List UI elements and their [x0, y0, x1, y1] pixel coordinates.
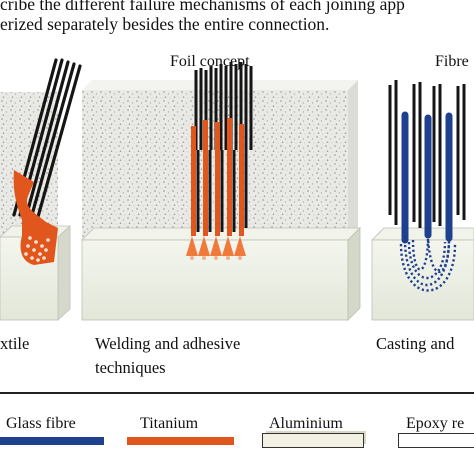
caption-fibre: Casting and — [376, 334, 455, 353]
foil-carbon-fibres-lower — [196, 150, 248, 232]
foil-epoxy-side — [348, 80, 358, 245]
textile-panel — [0, 58, 82, 321]
body-text-line-2: erized separately besides the entire con… — [0, 14, 330, 34]
legend-swatch-aluminium — [262, 433, 364, 448]
foil-aluminium-side — [347, 227, 361, 321]
legend-label-epoxy: Epoxy re — [406, 415, 465, 432]
body-text-line-1: cribe the different failure mechanisms o… — [0, 0, 405, 14]
legend-label-titanium: Titanium — [140, 415, 199, 432]
legend-swatch-glass-fibre — [0, 437, 104, 445]
legend-label-aluminium: Aluminium — [269, 415, 343, 432]
foil-weld-spots — [186, 236, 246, 260]
caption-foil-line-1: Welding and adhesive — [95, 334, 241, 353]
legend-divider — [0, 392, 474, 394]
fibre-dotted-loops — [399, 235, 457, 292]
legend-swatch-titanium — [127, 437, 234, 445]
textile-perforations — [24, 236, 50, 262]
foil-panel — [81, 62, 361, 321]
foil-titanium-sheets — [191, 118, 244, 236]
legend-swatch-epoxy — [398, 433, 474, 448]
foil-carbon-fibres — [194, 62, 253, 150]
caption-foil-line-2: techniques — [95, 358, 166, 377]
fibre-glass-fibre-loops — [401, 111, 453, 244]
panel-title-fibre: Fibre — [435, 53, 469, 70]
fibre-aluminium-top — [371, 227, 474, 241]
fibre-carbon-fibres — [388, 80, 466, 228]
fibre-panel — [371, 80, 474, 321]
legend-label-glass-fibre: Glass fibre — [6, 415, 76, 432]
textile-aluminium-side — [57, 225, 71, 321]
fibre-aluminium-front — [371, 239, 474, 321]
caption-textile: xtile — [0, 334, 30, 353]
